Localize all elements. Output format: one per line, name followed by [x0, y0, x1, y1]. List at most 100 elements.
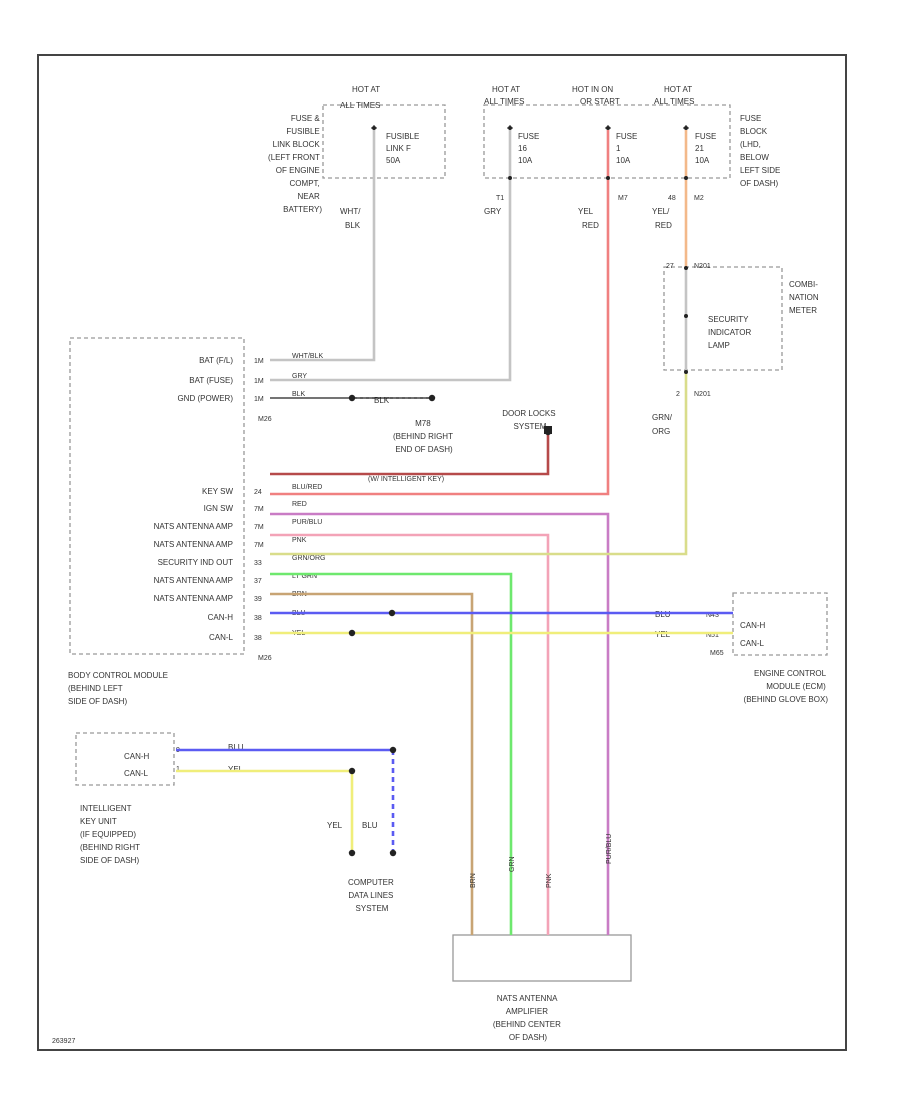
security-indicator-lamp-label: SECURITY INDICATOR LAMP [708, 315, 754, 350]
nats-antenna-amplifier: NATS ANTENNA AMPLIFIER (BEHIND CENTER OF… [452, 934, 632, 1042]
ground-m78: BLK M78 (BEHIND RIGHT END OF DASH) [374, 396, 453, 454]
wires [176, 130, 733, 935]
meter-pin: 27 [666, 263, 674, 270]
bcm-pin-label: NATS ANTENNA AMP [154, 594, 233, 603]
bcm-wire-color-label: WHT/BLK [292, 353, 323, 360]
splice-point [389, 849, 397, 857]
diagram-frame [37, 54, 847, 1051]
connector-pin [606, 126, 610, 130]
connector-pin [684, 370, 688, 374]
splices [348, 126, 688, 857]
splice-point [348, 394, 356, 402]
cdl-wire-color: YEL [327, 821, 343, 830]
ecm-wire-color: BLU [655, 610, 671, 619]
wire-brn [270, 592, 474, 935]
bcm-pin-label: NATS ANTENNA AMP [154, 540, 233, 549]
nats-wire-tag: PUR/BLU [606, 834, 613, 864]
wire-blu-red [270, 432, 550, 476]
bcm-pin-number: 39 [254, 596, 262, 603]
ikey-wire-color: YEL [228, 765, 244, 774]
bcm-pin-number: 7M [254, 506, 264, 513]
bcm-pin-label: CAN-L [209, 633, 234, 642]
bcm-pin-number: 1M [254, 396, 264, 403]
cdl-wire-color: BLU [362, 821, 378, 830]
bcm-pin-number: 7M [254, 542, 264, 549]
ecm-wire-color: YEL [655, 630, 671, 639]
fuse-group-when: OR START [580, 97, 620, 106]
bcm-pin-label: SECURITY IND OUT [158, 558, 234, 567]
combination-meter: COMBI- NATION METER SECURITY INDICATOR L… [652, 263, 821, 436]
connector-pin [606, 176, 610, 180]
bcm-pin-number: 37 [254, 578, 262, 585]
fusible-link-line: LINK F [386, 144, 411, 153]
door-locks-terminal [544, 426, 552, 434]
bcm-pin-label: CAN-H [208, 613, 234, 622]
fuse-block-pin: M7 [618, 195, 628, 202]
door-locks-system: DOOR LOCKS SYSTEM (W/ INTELLIGENT KEY) [368, 409, 558, 483]
fuse-block-wire-color: YEL/ [652, 207, 670, 216]
fuse-21-label: FUSE 21 10A [695, 132, 719, 165]
meter-wire-color: GRN/ ORG [652, 413, 674, 436]
bcm-wire-color-label: PNK [292, 537, 307, 544]
bcm-pin-label: IGN SW [204, 504, 234, 513]
fuse-group-hot: HOT AT [492, 85, 520, 94]
fuse-group-hot: HOT IN ON [572, 85, 613, 94]
wire-red [270, 130, 610, 496]
bcm-pin-number: 7M [254, 524, 264, 531]
fuse-block-location: FUSE BLOCK (LHD, BELOW LEFT SIDE OF DASH… [740, 114, 783, 188]
ecm-pin: N51 [706, 632, 719, 639]
combination-meter-name: COMBI- NATION METER [789, 280, 821, 315]
fusible-link-line: FUSIBLE [386, 132, 419, 141]
ikey-wire-color: BLU [228, 743, 244, 752]
splice-point [388, 609, 396, 617]
fuse-block-pin: 48 [668, 195, 676, 202]
ikey-can-h-label: CAN-H [124, 752, 150, 761]
fuse-symbols [507, 125, 689, 130]
bcm-pin-label: BAT (FUSE) [189, 376, 233, 385]
splice-point [348, 629, 356, 637]
bcm-pin-label: GND (POWER) [177, 394, 233, 403]
bcm-pin-label: NATS ANTENNA AMP [154, 522, 233, 531]
ecm-name: ENGINE CONTROL MODULE (ECM) (BEHIND GLOV… [744, 669, 829, 704]
fuse-1-label: FUSE 1 10A [616, 132, 640, 165]
computer-data-lines: YEL BLU COMPUTER DATA LINES SYSTEM [327, 821, 396, 913]
fuse-block-wire-color: GRY [484, 207, 502, 216]
door-locks-label: DOOR LOCKS SYSTEM [502, 409, 558, 431]
connector-pin [508, 176, 512, 180]
fuse-group-hot: HOT AT [664, 85, 692, 94]
bcm-pin-number: 24 [254, 489, 262, 496]
intelligent-key-unit: CAN-H CAN-L 9 1 BLU YEL INTELLIGENT KEY … [75, 732, 244, 865]
connector-pin [508, 126, 512, 130]
wire-pnk [270, 533, 550, 935]
bcm-pin-label: NATS ANTENNA AMP [154, 576, 233, 585]
nats-wire-tag: BRN [470, 873, 477, 888]
fusible-link-hot-label: HOT AT [352, 85, 380, 94]
bcm-pin-number: 1M [254, 358, 264, 365]
splice-point [348, 767, 356, 775]
engine-control-module: CAN-H CAN-L BLU N43 YEL N51 M65 ENGINE C… [655, 592, 829, 704]
splice-point [348, 849, 356, 857]
bcm-connector-id: M26 [258, 655, 272, 662]
bcm-pin-number: 1M [254, 378, 264, 385]
connector-pin [684, 314, 688, 318]
bcm-wire-color-label: LT GRN [292, 573, 317, 580]
bcm-wire-color-label: GRN/ORG [292, 555, 325, 562]
cdl-label: COMPUTER DATA LINES SYSTEM [348, 878, 396, 913]
wire-gry [270, 130, 512, 382]
bcm-wire-color-label: GRY [292, 373, 307, 380]
wire-grn-org [270, 372, 688, 556]
diagram-code: 263927 [52, 1038, 75, 1045]
bcm-connector-id: M26 [258, 416, 272, 423]
wire-lt-grn [270, 572, 513, 935]
fuse-group-when: ALL TIMES [484, 97, 524, 106]
bcm-pin-number: 38 [254, 635, 262, 642]
fuse-block-pin: M2 [694, 195, 704, 202]
fuse-group-when: ALL TIMES [654, 97, 694, 106]
fusible-link-block: HOT AT ALL TIMES FUSIBLE LINK F 50A FUSE… [268, 85, 446, 230]
door-locks-note: (W/ INTELLIGENT KEY) [368, 476, 444, 483]
ikey-name: INTELLIGENT KEY UNIT (IF EQUIPPED) (BEHI… [80, 804, 142, 865]
bcm-labels: BAT (F/L)BAT (FUSE)GND (POWER)KEY SWIGN … [154, 356, 234, 642]
